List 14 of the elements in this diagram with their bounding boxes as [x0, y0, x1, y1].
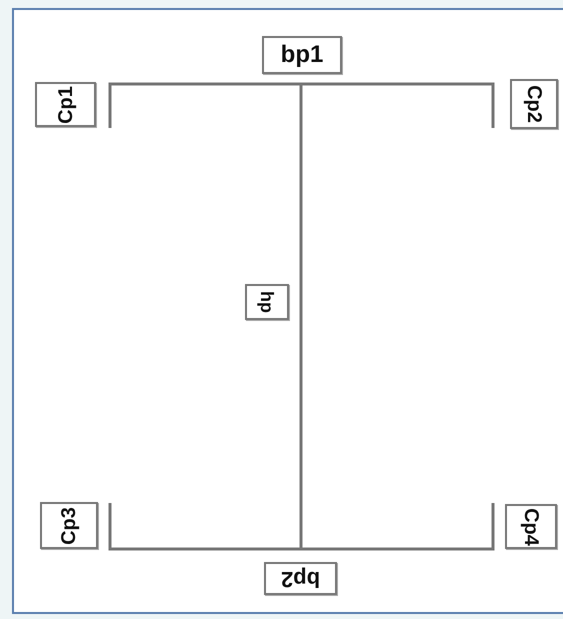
component-label: bp1 — [280, 43, 324, 67]
label-box — [35, 82, 96, 127]
component-label: Cp1 — [56, 86, 76, 124]
label-box — [262, 36, 342, 74]
component-label: Cp4 — [521, 508, 541, 546]
label-box — [40, 502, 98, 549]
label-box — [245, 284, 289, 320]
component-label: Cp3 — [59, 506, 79, 544]
label-box — [264, 562, 337, 595]
label-box — [505, 504, 557, 549]
component-label: bp2 — [280, 568, 320, 590]
component-label: hp — [258, 291, 276, 313]
label-box — [510, 79, 558, 129]
component-label: Cp2 — [524, 85, 544, 123]
